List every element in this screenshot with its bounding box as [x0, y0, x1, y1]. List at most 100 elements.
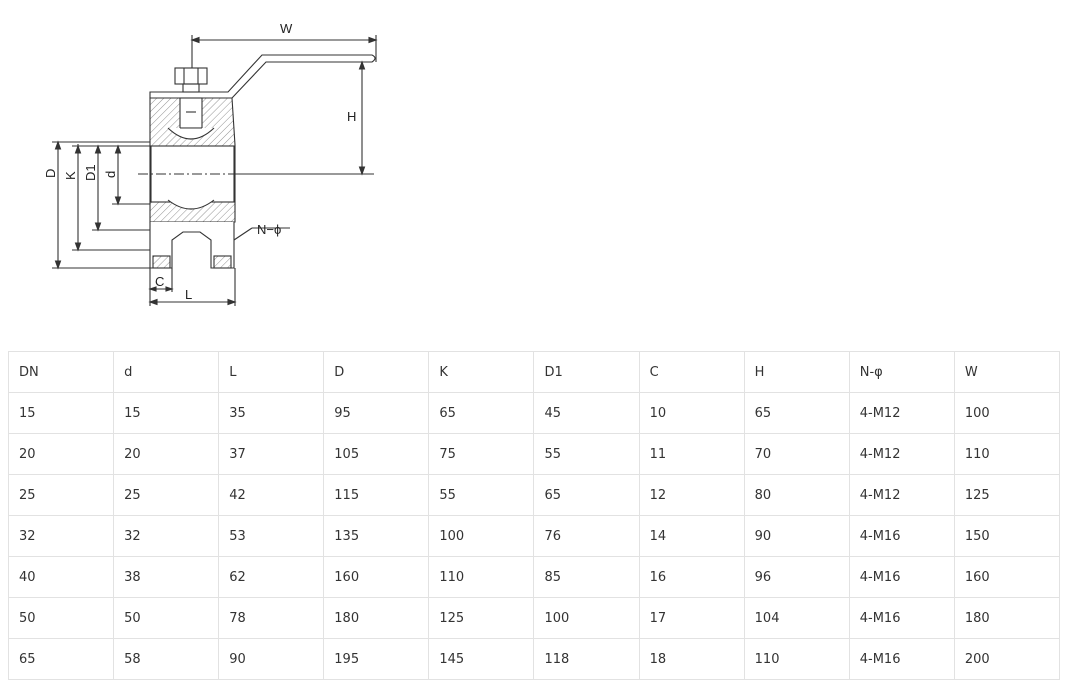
table-cell: 85 — [533, 556, 640, 598]
table-cell: 104 — [743, 597, 850, 639]
table-cell: 40 — [7, 556, 115, 598]
table-cell: 95 — [323, 392, 430, 434]
table-cell: 12 — [638, 474, 745, 516]
table-cell: 135 — [323, 515, 430, 557]
table-cell: 32 — [7, 515, 115, 557]
table-cell: 200 — [953, 638, 1061, 680]
table-cell: 115 — [323, 474, 430, 516]
table-cell: 100 — [533, 597, 640, 639]
table-cell: 25 — [7, 474, 115, 516]
table-cell: 58 — [113, 638, 220, 680]
table-cell: 17 — [638, 597, 745, 639]
table-cell: 180 — [323, 597, 430, 639]
table-cell: 96 — [743, 556, 850, 598]
table-cell: 14 — [638, 515, 745, 557]
label-d1: D1 — [83, 164, 98, 181]
label-l: L — [185, 287, 192, 302]
table-cell: 4-M12 — [848, 474, 955, 516]
table-cell: 65 — [428, 392, 535, 434]
label-w: W — [280, 21, 293, 36]
table-cell: 55 — [428, 474, 535, 516]
header-cell: W — [953, 351, 1061, 393]
table-cell: 37 — [218, 433, 325, 475]
valve-handle — [149, 54, 376, 99]
table-cell: 160 — [953, 556, 1061, 598]
table-cell: 38 — [113, 556, 220, 598]
header-cell: K — [428, 351, 535, 393]
table-cell: 62 — [218, 556, 325, 598]
table-cell: 11 — [638, 433, 745, 475]
table-cell: 110 — [743, 638, 850, 680]
table-cell: 100 — [428, 515, 535, 557]
table-cell: 125 — [428, 597, 535, 639]
table-cell: 4-M12 — [848, 392, 955, 434]
table-cell: 70 — [743, 433, 850, 475]
table-cell: 100 — [953, 392, 1061, 434]
label-c: C — [155, 274, 164, 289]
table-cell: 76 — [533, 515, 640, 557]
table-cell: 15 — [7, 392, 115, 434]
table-cell: 4-M12 — [848, 433, 955, 475]
table-cell: 65 — [743, 392, 850, 434]
ball-valve-technical-drawing: W H D K D1 d N−ϕ C L — [0, 0, 400, 320]
label-n-phi: N−ϕ — [257, 222, 281, 237]
table-cell: 160 — [323, 556, 430, 598]
table-cell: 145 — [428, 638, 535, 680]
table-cell: 110 — [953, 433, 1061, 475]
table-cell: 125 — [953, 474, 1061, 516]
table-cell: 10 — [638, 392, 745, 434]
table-cell: 15 — [113, 392, 220, 434]
table-cell: 110 — [428, 556, 535, 598]
table-cell: 4-M16 — [848, 597, 955, 639]
table-cell: 80 — [743, 474, 850, 516]
label-h: H — [347, 109, 356, 124]
header-cell: DN — [7, 351, 115, 393]
table-cell: 45 — [533, 392, 640, 434]
table-cell: 65 — [7, 638, 115, 680]
table-cell: 32 — [113, 515, 220, 557]
label-d-outer: D — [43, 169, 58, 178]
table-header-row: DN d L D K D1 C H N-φ W — [7, 351, 1061, 393]
stem-nut — [174, 67, 208, 85]
table-cell: 65 — [533, 474, 640, 516]
table-cell: 53 — [218, 515, 325, 557]
table-cell: 105 — [323, 433, 430, 475]
table-cell: 55 — [533, 433, 640, 475]
table-cell: 50 — [7, 597, 115, 639]
label-k: K — [63, 171, 78, 180]
table-cell: 20 — [113, 433, 220, 475]
header-cell: D1 — [533, 351, 640, 393]
header-cell: D — [323, 351, 430, 393]
label-d-bore: d — [103, 171, 118, 178]
table-cell: 78 — [218, 597, 325, 639]
table-cell: 90 — [743, 515, 850, 557]
table-cell: 42 — [218, 474, 325, 516]
header-cell: d — [113, 351, 220, 393]
table-cell: 150 — [953, 515, 1061, 557]
header-cell: H — [743, 351, 850, 393]
table-cell: 4-M16 — [848, 515, 955, 557]
table-cell: 4-M16 — [848, 638, 955, 680]
header-cell: C — [638, 351, 745, 393]
table-cell: 195 — [323, 638, 430, 680]
table-cell: 25 — [113, 474, 220, 516]
table-cell: 118 — [533, 638, 640, 680]
table-cell: 50 — [113, 597, 220, 639]
table-cell: 20 — [7, 433, 115, 475]
table-cell: 18 — [638, 638, 745, 680]
table-cell: 90 — [218, 638, 325, 680]
table-cell: 35 — [218, 392, 325, 434]
table-cell: 75 — [428, 433, 535, 475]
header-cell: L — [218, 351, 325, 393]
table-cell: 180 — [953, 597, 1061, 639]
table-cell: 16 — [638, 556, 745, 598]
table-cell: 4-M16 — [848, 556, 955, 598]
